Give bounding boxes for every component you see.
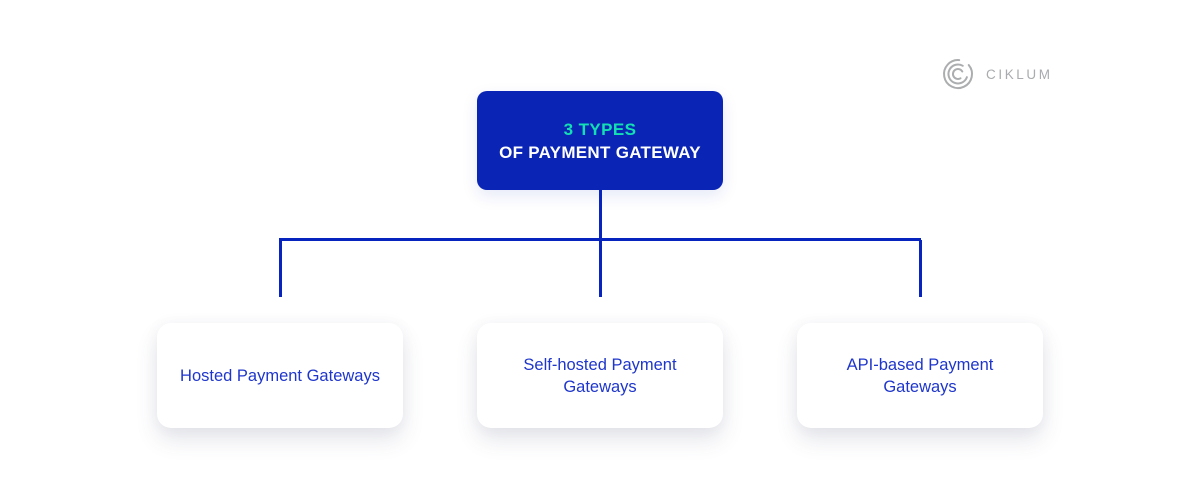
child-node-label: Self-hosted Payment Gateways (523, 355, 677, 396)
connector-drop-middle (599, 240, 602, 297)
child-node-hosted: Hosted Payment Gateways (157, 323, 403, 428)
root-node-count: 3 TYPES (563, 119, 637, 139)
root-node: 3 TYPES OF PAYMENT GATEWAY (477, 91, 723, 190)
child-node-api-based: API-based Payment Gateways (797, 323, 1043, 428)
child-node-label: API-based Payment Gateways (846, 355, 994, 396)
child-node-self-hosted: Self-hosted Payment Gateways (477, 323, 723, 428)
root-node-title: OF PAYMENT GATEWAY (499, 142, 701, 162)
child-node-label: Hosted Payment Gateways (180, 366, 380, 385)
connector-drop-right (919, 240, 922, 297)
ciklum-arcs-icon (943, 59, 974, 90)
connector-root-drop (599, 190, 602, 240)
brand-logo: CIKLUM (941, 57, 1053, 91)
brand-wordmark: CIKLUM (986, 66, 1053, 82)
connector-drop-left (279, 240, 282, 297)
connector-horizontal (279, 238, 921, 241)
